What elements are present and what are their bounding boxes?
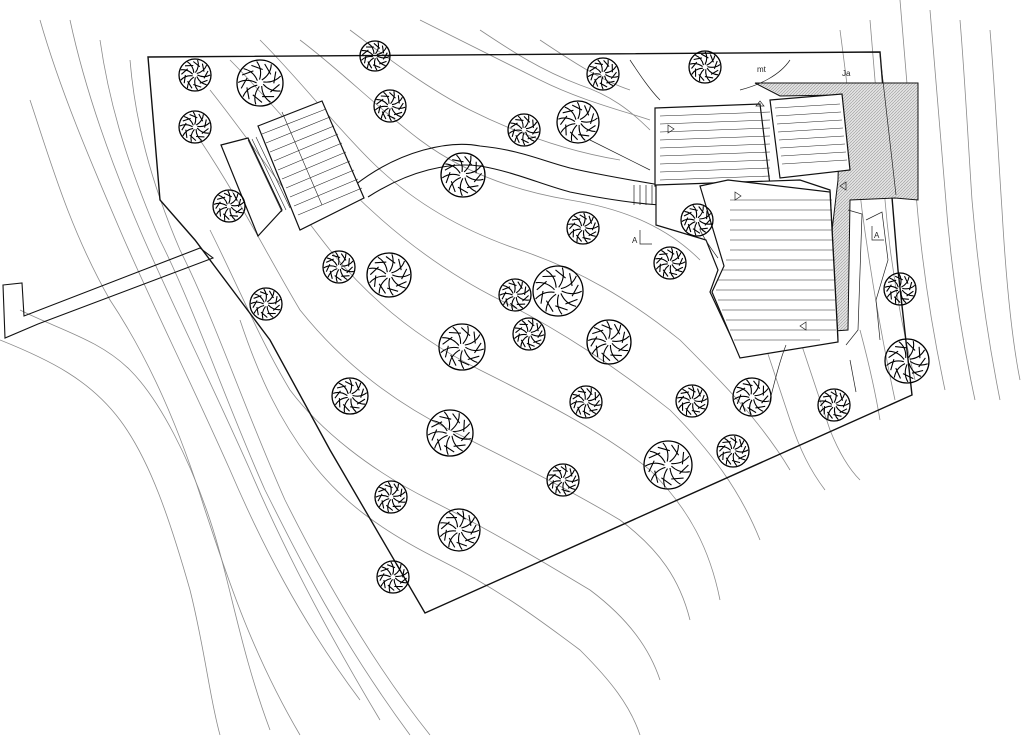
- house-roof-lines: [659, 103, 848, 341]
- contour-line: [859, 329, 881, 421]
- tree-symbol: [586, 319, 632, 365]
- contour-line: [299, 39, 701, 261]
- contour-line: [69, 19, 381, 721]
- section-label-a-east: A: [874, 231, 880, 240]
- contour-line: [959, 19, 1001, 401]
- tree-symbol: [249, 287, 283, 321]
- tree-symbol: [440, 152, 486, 198]
- tree-symbol: [507, 113, 541, 147]
- tree-symbol: [374, 480, 408, 514]
- contour-line: [989, 29, 1021, 381]
- tree-symbol: [883, 272, 917, 306]
- main-house: [654, 93, 851, 359]
- section-label-a-west: A: [632, 236, 638, 245]
- tree-symbol: [643, 440, 693, 490]
- access-path: [2, 247, 215, 339]
- contour-line: [39, 19, 361, 701]
- tree-symbol: [373, 89, 407, 123]
- pavilion: [220, 100, 365, 238]
- tree-symbol: [359, 40, 391, 72]
- label-ja: Ja: [842, 69, 851, 78]
- contour-line: [129, 59, 431, 736]
- tree-symbol: [546, 463, 580, 497]
- tree-symbol: [556, 100, 600, 144]
- tree-symbol: [498, 278, 532, 312]
- tree-symbol: [532, 265, 584, 317]
- contour-line: [419, 19, 651, 121]
- contour-line: [929, 9, 976, 401]
- tree-symbol: [512, 317, 546, 351]
- contour-line: [0, 339, 221, 736]
- tree-symbol: [732, 377, 772, 417]
- tree-symbol: [586, 57, 620, 91]
- contour-line: [479, 29, 651, 131]
- trees: [178, 40, 930, 594]
- tree-symbol: [653, 246, 687, 280]
- tree-symbol: [212, 189, 246, 223]
- tree-symbol: [331, 377, 369, 415]
- contour-line: [259, 39, 791, 471]
- tree-symbol: [716, 434, 750, 468]
- contour-line: [539, 39, 631, 91]
- contour-line: [349, 29, 621, 161]
- label-mt: mt: [757, 65, 767, 74]
- tree-symbol: [437, 508, 481, 552]
- contour-line: [19, 309, 271, 731]
- walkway: [354, 143, 661, 206]
- tree-symbol: [366, 252, 412, 298]
- contour-line: [869, 19, 916, 381]
- tree-symbol: [569, 385, 603, 419]
- tree-symbol: [426, 409, 474, 457]
- site-lines: [589, 54, 897, 401]
- contour-line: [759, 329, 826, 491]
- entrance-markers: [667, 100, 847, 331]
- tree-symbol: [236, 59, 284, 107]
- tree-symbol: [178, 58, 212, 92]
- tree-symbol: [438, 323, 486, 371]
- contour-line: [29, 99, 301, 736]
- pavilion-roof-lines: [247, 108, 363, 216]
- contour-line: [99, 39, 411, 736]
- tree-symbol: [566, 211, 600, 245]
- contour-line: [209, 229, 661, 681]
- section-marker-east: A: [871, 226, 884, 241]
- tree-symbol: [688, 50, 722, 84]
- tree-symbol: [680, 203, 714, 237]
- tree-symbol: [376, 560, 410, 594]
- tree-symbol: [675, 384, 709, 418]
- contour-line: [239, 319, 641, 736]
- tree-symbol: [322, 250, 356, 284]
- tree-symbol: [817, 388, 851, 422]
- tree-symbol: [884, 338, 930, 384]
- contour-line: [799, 339, 861, 481]
- tree-symbol: [178, 110, 212, 144]
- section-marker-west: A: [632, 230, 652, 245]
